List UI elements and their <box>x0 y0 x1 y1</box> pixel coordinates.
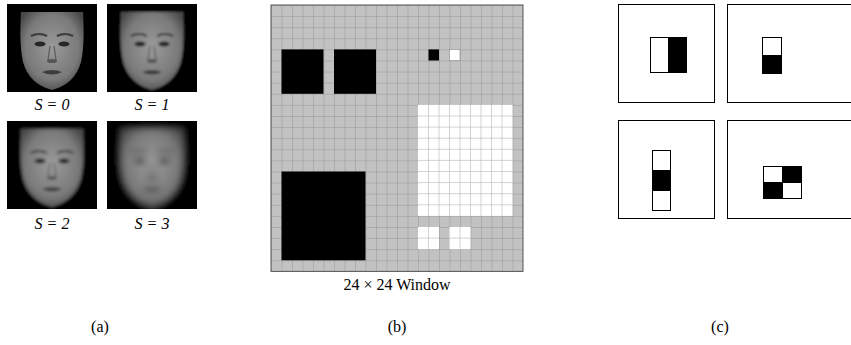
scale-label: S = 0 <box>35 96 70 114</box>
haar-features <box>619 5 851 219</box>
window-label: 24 × 24 Window <box>343 276 450 294</box>
face-image <box>97 111 207 219</box>
window-grid <box>271 5 523 271</box>
scale-label: S = 2 <box>35 215 70 233</box>
panel-label: (a) <box>91 318 109 336</box>
panel-label: (b) <box>388 318 407 336</box>
scale-label: S = 1 <box>135 96 170 114</box>
scale-label: S = 3 <box>135 215 170 233</box>
panel-label: (c) <box>711 318 729 336</box>
face-image <box>0 0 107 102</box>
face-image <box>97 0 207 102</box>
face-image <box>0 111 107 219</box>
